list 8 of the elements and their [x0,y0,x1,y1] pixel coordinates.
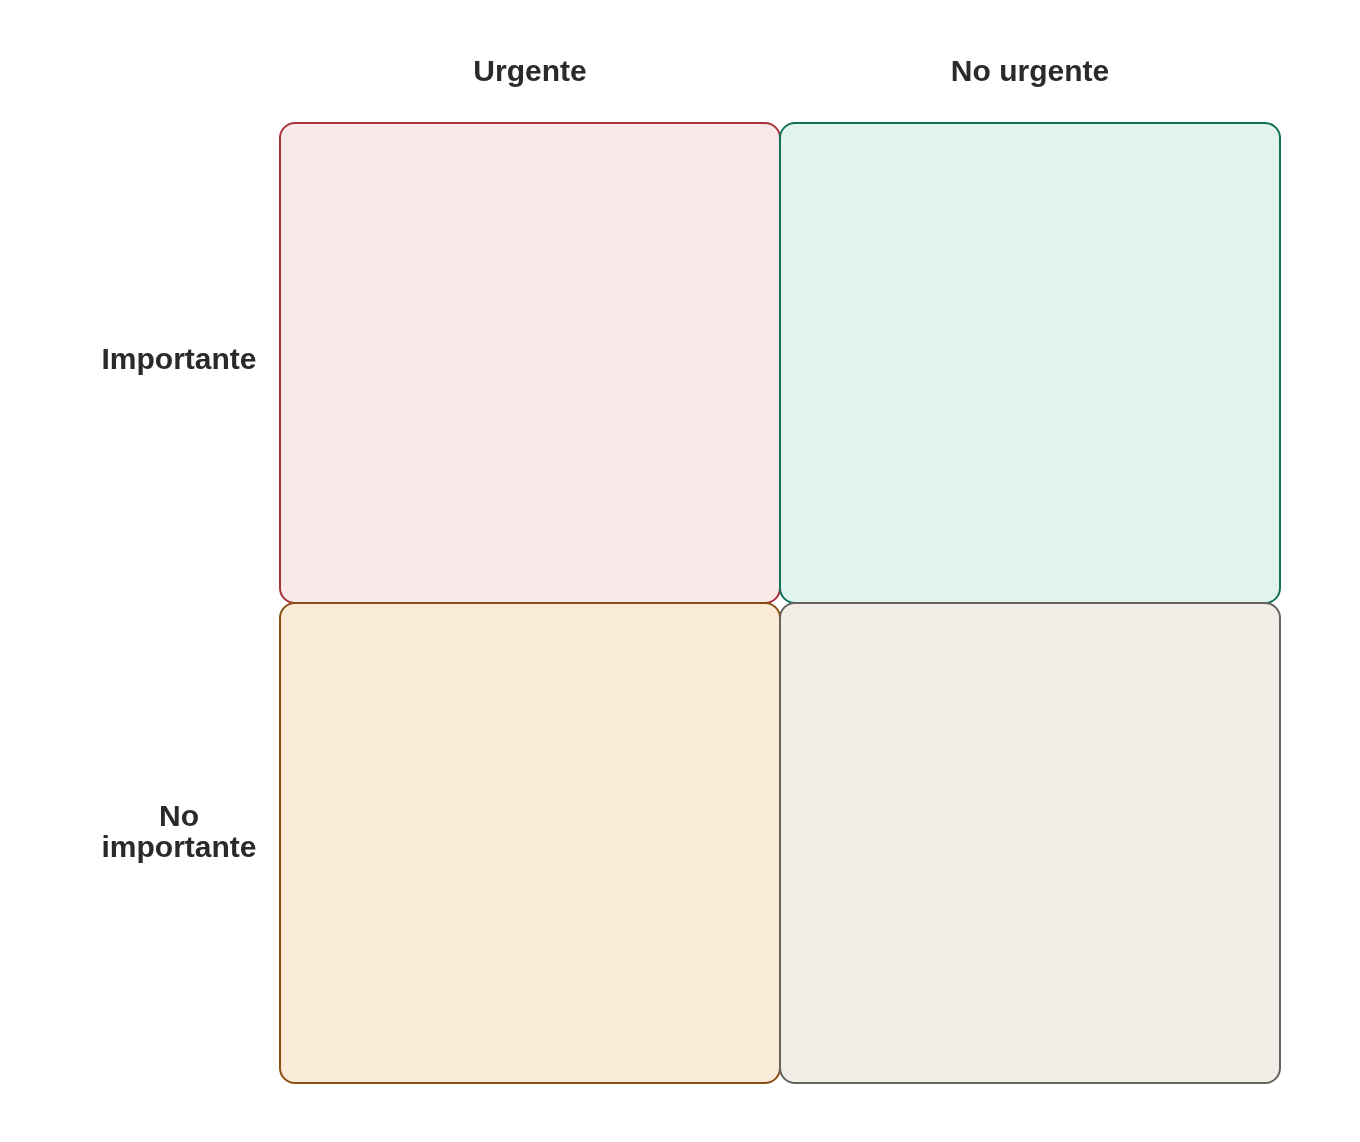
matrix-quadrant [279,602,781,1084]
row-header: Importante [101,343,257,375]
matrix-quadrant [779,122,1281,604]
column-header: Urgente [473,55,587,87]
matrix-quadrant [779,602,1281,1084]
row-header: No importante [100,800,258,863]
matrix-quadrant [279,122,781,604]
column-header: No urgente [950,55,1110,87]
